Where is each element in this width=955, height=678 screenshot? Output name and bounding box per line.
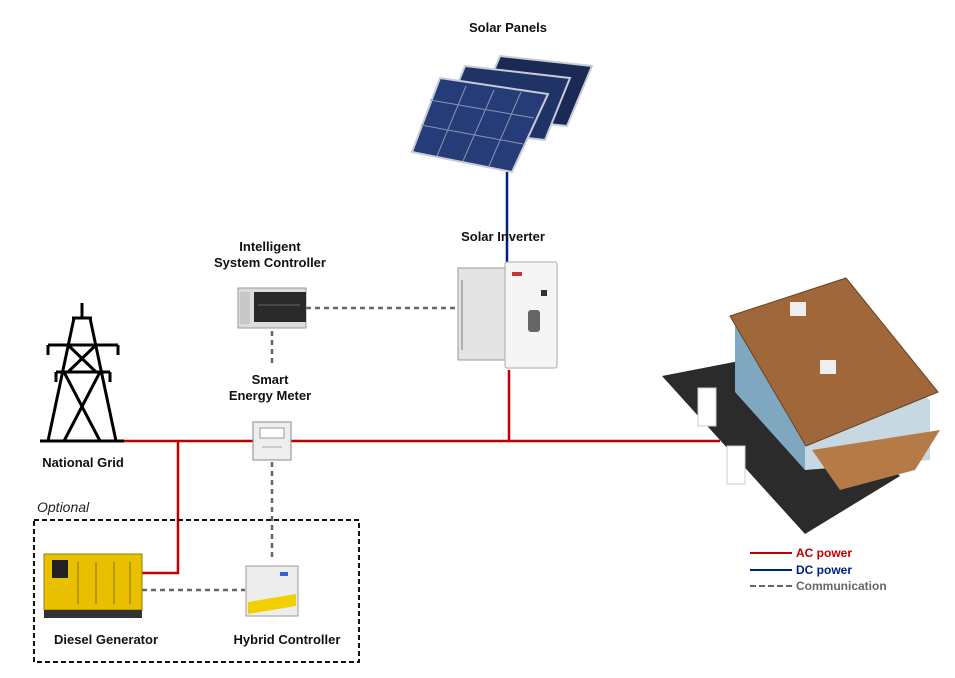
system-controller-icon [237,287,307,329]
communication-lines [142,306,455,592]
legend-dc-label: DC power [796,563,853,577]
system-controller-label-line1: Intelligent [239,239,301,254]
smart-meter-label-line1: Smart [251,372,289,387]
legend-item-comm: Communication [750,579,887,593]
optional-label: Optional [37,499,90,515]
solar-inverter-icon [457,261,558,369]
optional-group-box [33,519,360,663]
legend-dc-line [750,569,792,571]
solar-panels-icon [410,54,594,174]
legend-comm-line [750,585,792,587]
hybrid-controller-icon [245,565,299,617]
legend-item-dc: DC power [750,563,852,577]
legend-ac-label: AC power [796,546,853,560]
legend-comm-label: Communication [796,579,887,593]
system-controller-label: Intelligent System Controller [195,239,345,271]
smart-energy-meter-icon [252,421,292,461]
national-grid-label: National Grid [42,455,124,470]
commercial-building-icon [662,277,940,534]
solar-panels-label: Solar Panels [468,20,548,35]
system-controller-label-line2: System Controller [214,255,326,270]
hybrid-controller-label: Hybrid Controller [233,632,341,647]
smart-meter-label: Smart Energy Meter [200,372,340,404]
diesel-generator-label: Diesel Generator [53,632,159,647]
diesel-generator-icon [43,553,143,618]
transmission-tower-icon [40,303,124,443]
ac-power-lines [122,370,720,575]
legend-item-ac: AC power [750,546,852,560]
legend-ac-line [750,552,792,554]
solar-inverter-label: Solar Inverter [461,229,545,244]
smart-meter-label-line2: Energy Meter [228,388,312,403]
